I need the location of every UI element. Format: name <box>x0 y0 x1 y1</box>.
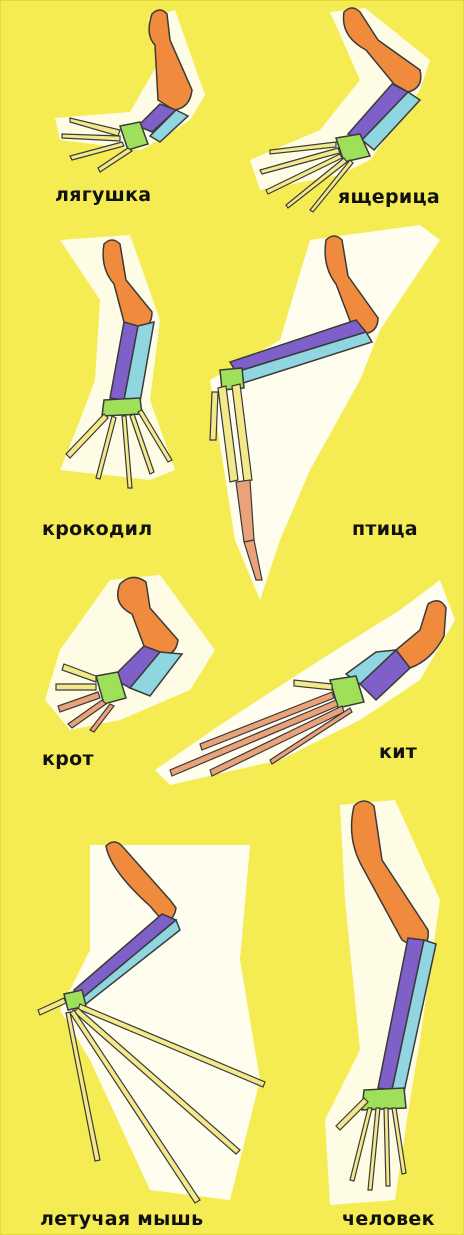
label-bird: птица <box>352 518 418 540</box>
human-carpals <box>362 1088 406 1110</box>
label-frog: лягушка <box>55 184 151 206</box>
label-crocodile: крокодил <box>42 518 152 540</box>
label-lizard: ящерица <box>338 186 440 208</box>
label-whale: кит <box>379 741 417 763</box>
crocodile-carpals <box>102 398 142 416</box>
label-bat: летучая мышь <box>40 1208 203 1230</box>
label-human: человек <box>342 1208 435 1230</box>
label-mole: крот <box>42 748 94 770</box>
